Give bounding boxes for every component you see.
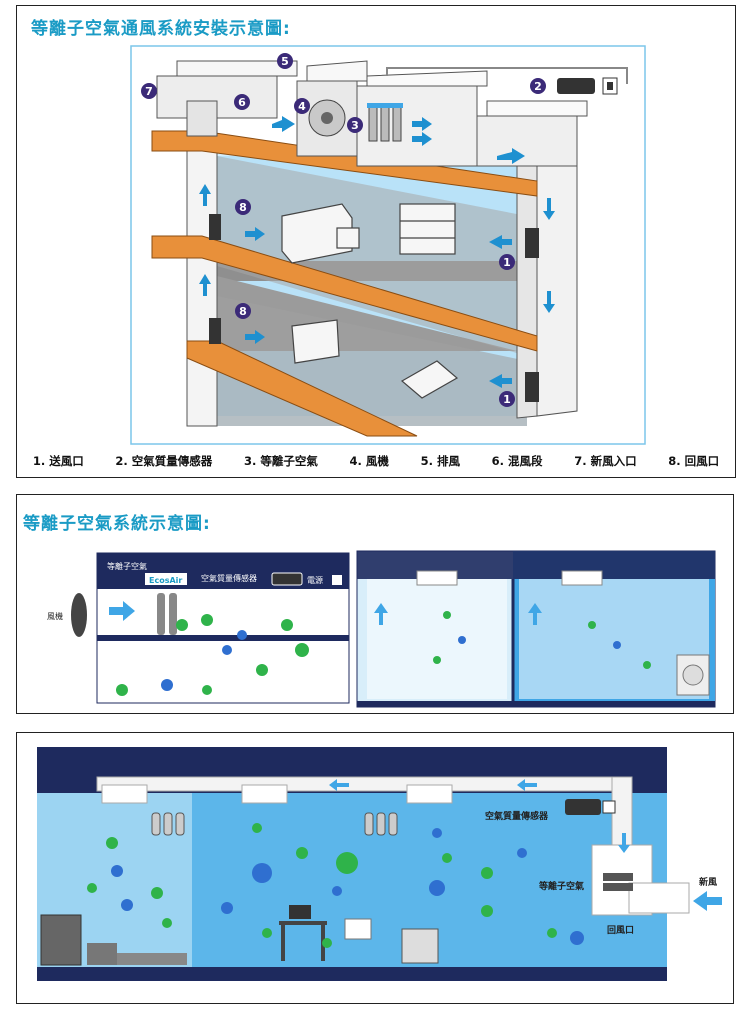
marker-3: 3 (347, 117, 363, 133)
plasma-room-illustration: 空氣質量傳感器 等離子空氣 回風口 新風 (37, 747, 722, 981)
svg-text:5: 5 (281, 55, 289, 68)
svg-text:1: 1 (503, 393, 511, 406)
marker-1b: 1 (499, 391, 515, 407)
svg-text:空氣質量傳感器: 空氣質量傳感器 (485, 810, 549, 822)
installation-diagram-title: 等離子空氣通風系統安裝示意圖: (31, 19, 291, 39)
legend-item: 8. 回風口 (668, 454, 720, 468)
marker-4: 4 (294, 98, 310, 114)
marker-2: 2 (530, 78, 546, 94)
svg-text:等離子空氣: 等離子空氣 (538, 880, 584, 892)
svg-text:7: 7 (145, 85, 153, 98)
ion-particles (116, 611, 651, 696)
installation-diagram-panel: 等離子空氣通風系統安裝示意圖: (16, 5, 736, 478)
system-diagram-title: 等離子空氣系統示意圖: (23, 514, 211, 534)
room-diagram-panel: 空氣質量傳感器 等離子空氣 回風口 新風 (16, 732, 734, 1004)
legend-item: 3. 等離子空氣 (243, 454, 318, 468)
svg-text:1: 1 (503, 256, 511, 269)
marker-5: 5 (277, 53, 293, 69)
svg-text:3: 3 (351, 119, 359, 132)
legend-item: 4. 風機 (349, 454, 389, 468)
svg-text:等離子空氣: 等離子空氣 (107, 561, 147, 571)
legend-item: 1. 送風口 (32, 454, 84, 468)
system-diagram-panel: 等離子空氣系統示意圖: 等離子空氣 EcosAir 空氣質量傳感器 電源 風機 (16, 494, 734, 714)
legend-item: 6. 混風段 (491, 454, 543, 468)
ion-particles (87, 823, 584, 948)
svg-text:新風: 新風 (699, 876, 717, 888)
component-legend: 1. 送風口 2. 空氣質量傳感器 3. 等離子空氣 4. 風機 5. 排風 6… (17, 453, 735, 469)
svg-text:空氣質量傳感器: 空氣質量傳感器 (201, 573, 257, 583)
svg-text:4: 4 (298, 100, 306, 113)
svg-text:8: 8 (239, 305, 247, 318)
svg-text:8: 8 (239, 201, 247, 214)
svg-text:EcosAir: EcosAir (149, 576, 182, 585)
svg-text:回風口: 回風口 (607, 925, 634, 936)
marker-8a: 8 (235, 199, 251, 215)
legend-item: 7. 新風入口 (574, 454, 637, 468)
svg-text:風機: 風機 (47, 611, 63, 621)
ventilation-building-illustration: 1 1 2 3 4 5 6 7 8 8 (130, 45, 646, 445)
svg-text:6: 6 (238, 96, 246, 109)
svg-text:電源: 電源 (307, 576, 323, 585)
legend-item: 2. 空氣質量傳感器 (115, 454, 213, 468)
svg-text:2: 2 (534, 80, 542, 93)
marker-8b: 8 (235, 303, 251, 319)
marker-1a: 1 (499, 254, 515, 270)
plasma-system-illustration: 等離子空氣 EcosAir 空氣質量傳感器 電源 風機 (47, 550, 716, 708)
marker-6: 6 (234, 94, 250, 110)
legend-item: 5. 排風 (420, 454, 460, 468)
marker-7: 7 (141, 83, 157, 99)
